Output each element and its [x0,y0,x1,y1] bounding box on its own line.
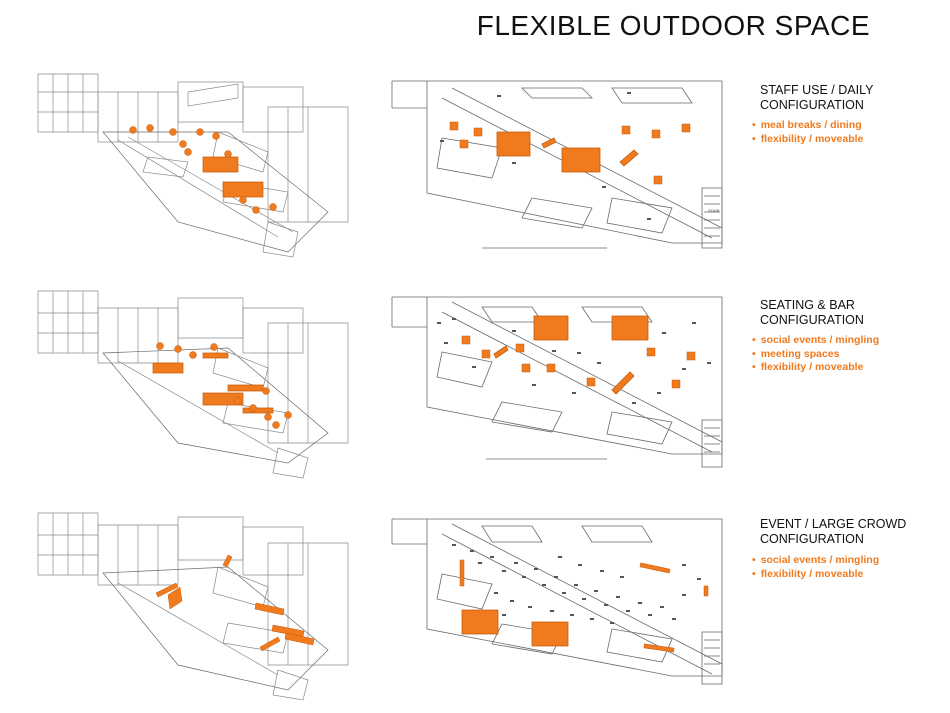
bullet-item: social events / mingling [752,554,879,568]
config-title-line: SEATING & BAR [760,298,855,312]
config-title-line: STAFF USE / DAILY [760,83,874,97]
config-bullets-event: social events / mingling flexibility / m… [752,554,879,581]
config-title-seating: SEATING & BAR CONFIGURATION [760,298,864,328]
config-bullets-seating: social events / mingling meeting spaces … [752,334,879,375]
bullet-item: social events / mingling [752,334,879,348]
bullet-item: meal breaks / dining [752,119,863,133]
config-title-line: EVENT / LARGE CROWD [760,517,907,531]
isometric-view-seating [28,283,350,483]
config-bullets-staff: meal breaks / dining flexibility / movea… [752,119,864,147]
plan-view-staff: STAIR [382,78,730,258]
plan-view-seating [382,292,730,472]
plan-view-event [382,514,730,694]
config-title-event: EVENT / LARGE CROWD CONFIGURATION [760,517,906,547]
bullet-item: meeting spaces [752,348,879,362]
bullet-item: flexibility / moveable [752,568,879,582]
stair-label: STAIR [708,208,720,213]
isometric-view-event [28,505,350,705]
isometric-view-staff [28,62,350,262]
bullet-item: flexibility / moveable [752,133,864,147]
config-title-line: CONFIGURATION [760,98,864,112]
config-title-line: CONFIGURATION [760,532,864,546]
bullet-item: flexibility / moveable [752,361,879,375]
config-title-line: CONFIGURATION [760,313,864,327]
config-title-staff: STAFF USE / DAILY CONFIGURATION [760,83,873,113]
page-title: FLEXIBLE OUTDOOR SPACE [476,10,870,41]
